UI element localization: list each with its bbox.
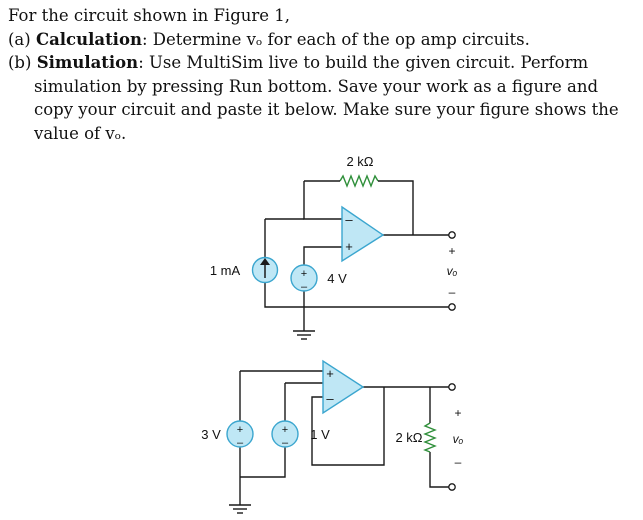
- c2-ground-icon: [229, 504, 251, 514]
- question-text: For the circuit shown in Figure 1, (a) C…: [8, 4, 638, 145]
- c1-ground-icon: [293, 330, 315, 340]
- c1-voltage-source-icon: [290, 264, 318, 292]
- part-a-marker: (a): [8, 29, 31, 49]
- c2-output-terminal-bottom: [448, 483, 456, 491]
- c2-resistor-label: 2 kΩ: [395, 430, 422, 445]
- part-a-heading: Calculation: [35, 29, 142, 49]
- c2-op-amp-minus: –: [326, 391, 334, 406]
- question-intro: For the circuit shown in Figure 1,: [8, 6, 291, 25]
- c2-right-source-label: 1 V: [310, 427, 330, 442]
- c2-op-amp-plus: +: [326, 366, 334, 381]
- c2-output-terminal-top: [448, 383, 456, 391]
- c2-right-source-plus: +: [282, 424, 288, 436]
- c2-left-source-label: 3 V: [201, 427, 221, 442]
- c1-output-terminal-bottom: [448, 303, 456, 311]
- part-b-text: : Use MultiSim live to build the given c…: [34, 53, 619, 143]
- c2-wire-right-bottom: [240, 447, 286, 478]
- part-b-marker: (b): [8, 53, 32, 72]
- part-a-text: : Determine vₒ for each of the op amp ci…: [141, 29, 530, 49]
- part-b: (b) Simulation: Use MultiSim live to bui…: [8, 51, 638, 145]
- c2-left-source-plus: +: [237, 424, 243, 436]
- c1-output-minus: –: [449, 285, 456, 299]
- c2-wire-res-bottom: [429, 452, 449, 488]
- circuit-1: 2 kΩ – + 1 mA + – 4 V: [210, 154, 458, 340]
- c1-voltage-source-minus: –: [301, 281, 308, 293]
- c1-op-amp-minus: –: [345, 212, 353, 227]
- c2-output-plus: +: [454, 406, 461, 420]
- c1-op-amp-plus: +: [345, 239, 353, 254]
- c2-wire-inv: [311, 387, 385, 466]
- c1-current-arrow-icon: [260, 258, 270, 278]
- c1-current-source-label: 1 mA: [210, 263, 241, 278]
- c2-right-source-minus: –: [282, 437, 289, 449]
- c1-voltage-source-label: 4 V: [327, 271, 347, 286]
- c2-output-minus: –: [455, 455, 462, 469]
- c1-wire-feedback: [378, 180, 414, 235]
- part-a: (a) Calculation: Determine vₒ for each o…: [8, 28, 638, 52]
- c2-output-label: vₒ: [453, 432, 464, 446]
- c2-op-amp-icon: [322, 359, 365, 415]
- c1-op-amp-icon: [341, 205, 385, 263]
- c1-resistor: [339, 174, 379, 188]
- c1-output-terminal-top: [448, 231, 456, 239]
- circuit-2: + – + – 3 V + – 1 V 2 kΩ + vₒ –: [201, 359, 464, 514]
- c1-output-plus: +: [448, 244, 455, 258]
- c1-voltage-source-plus: +: [301, 268, 307, 280]
- c1-output-label: vₒ: [447, 264, 458, 278]
- c1-resistor-label: 2 kΩ: [346, 154, 373, 169]
- c2-left-voltage-source-icon: [226, 420, 254, 448]
- c1-wire-noninv: [303, 246, 342, 265]
- c2-resistor: [423, 422, 437, 453]
- c1-wire-inv: [303, 181, 342, 220]
- c2-left-source-minus: –: [237, 437, 244, 449]
- c2-right-voltage-source-icon: [271, 420, 299, 448]
- part-b-heading: Simulation: [36, 53, 139, 72]
- c1-wire-isrc-bottom: [264, 283, 449, 308]
